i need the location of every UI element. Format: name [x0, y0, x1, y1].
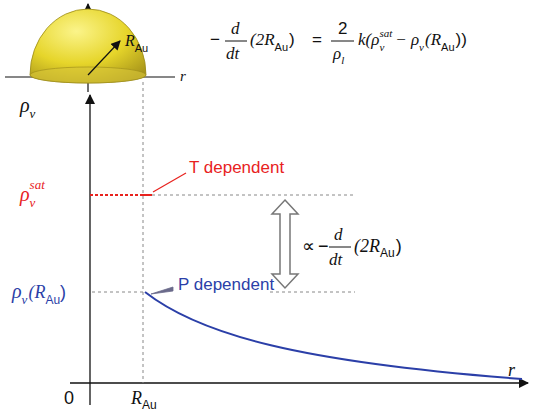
double-arrow: [272, 200, 298, 288]
label-text: ∝: [302, 237, 315, 255]
label-text: R: [131, 389, 142, 407]
label-text: d: [231, 20, 240, 37]
label-text: ): [60, 283, 66, 301]
label-text: d: [334, 226, 343, 243]
x-axis: [70, 382, 528, 383]
subscript-text: v: [30, 196, 36, 209]
label-text: −: [318, 237, 329, 255]
label-text: −: [210, 31, 220, 48]
subscript-text: v: [22, 293, 28, 306]
subscript-text: Au: [441, 42, 454, 53]
density-curve: [145, 292, 522, 379]
level-guide: [270, 292, 355, 293]
label-text: (R: [28, 283, 45, 301]
label-text: )): [456, 31, 467, 48]
subscript-text: sat: [30, 178, 45, 191]
subscript-text: v: [379, 42, 384, 53]
level-guide: [152, 195, 355, 196]
label-text: R: [125, 33, 135, 49]
subscript-text: Au: [45, 294, 60, 306]
label-text: T dependent: [189, 159, 284, 176]
label-text: 0: [64, 389, 74, 407]
label-text: dt: [329, 251, 342, 268]
label-text: (R: [425, 31, 441, 48]
subscript-text: Au: [142, 399, 157, 411]
leader-line: [153, 173, 186, 192]
label-text: dt: [226, 45, 239, 62]
subscript-text: Au: [135, 43, 148, 54]
radius-guide: [143, 82, 144, 383]
label-text: 2: [338, 20, 347, 37]
subscript-text: v: [30, 107, 36, 120]
label-text: r: [508, 361, 515, 379]
fraction-bar: [329, 247, 351, 248]
fraction-bar: [331, 41, 354, 42]
gold-hemisphere: [30, 9, 146, 83]
subscript-text: v: [419, 42, 424, 53]
label-text: ): [289, 31, 295, 48]
label-text: ρ: [20, 95, 30, 115]
y-axis: [89, 95, 90, 405]
subscript-text: Au: [380, 247, 395, 259]
leader-line: [151, 287, 173, 294]
fraction-bar: [225, 41, 247, 42]
label-text: =: [312, 31, 322, 48]
subscript-text: Au: [275, 42, 288, 53]
label-text: (2R: [354, 237, 380, 255]
subscript-text: sat: [379, 28, 392, 39]
label-text: ρ: [20, 184, 30, 204]
label-text: k(ρ: [358, 31, 379, 48]
label-text: P dependent: [178, 276, 274, 293]
level-guide: [92, 292, 143, 293]
saturation-level: [90, 194, 143, 196]
label-text: (2R: [250, 31, 275, 48]
label-text: − ρ: [395, 31, 419, 48]
label-text: r: [180, 69, 186, 84]
label-text: ): [396, 237, 402, 255]
subscript-text: l: [341, 55, 344, 66]
label-text: ρ: [333, 45, 341, 62]
saturation-level: [143, 194, 152, 196]
label-text: ρ: [12, 281, 22, 301]
radius-arrow: [88, 41, 120, 75]
